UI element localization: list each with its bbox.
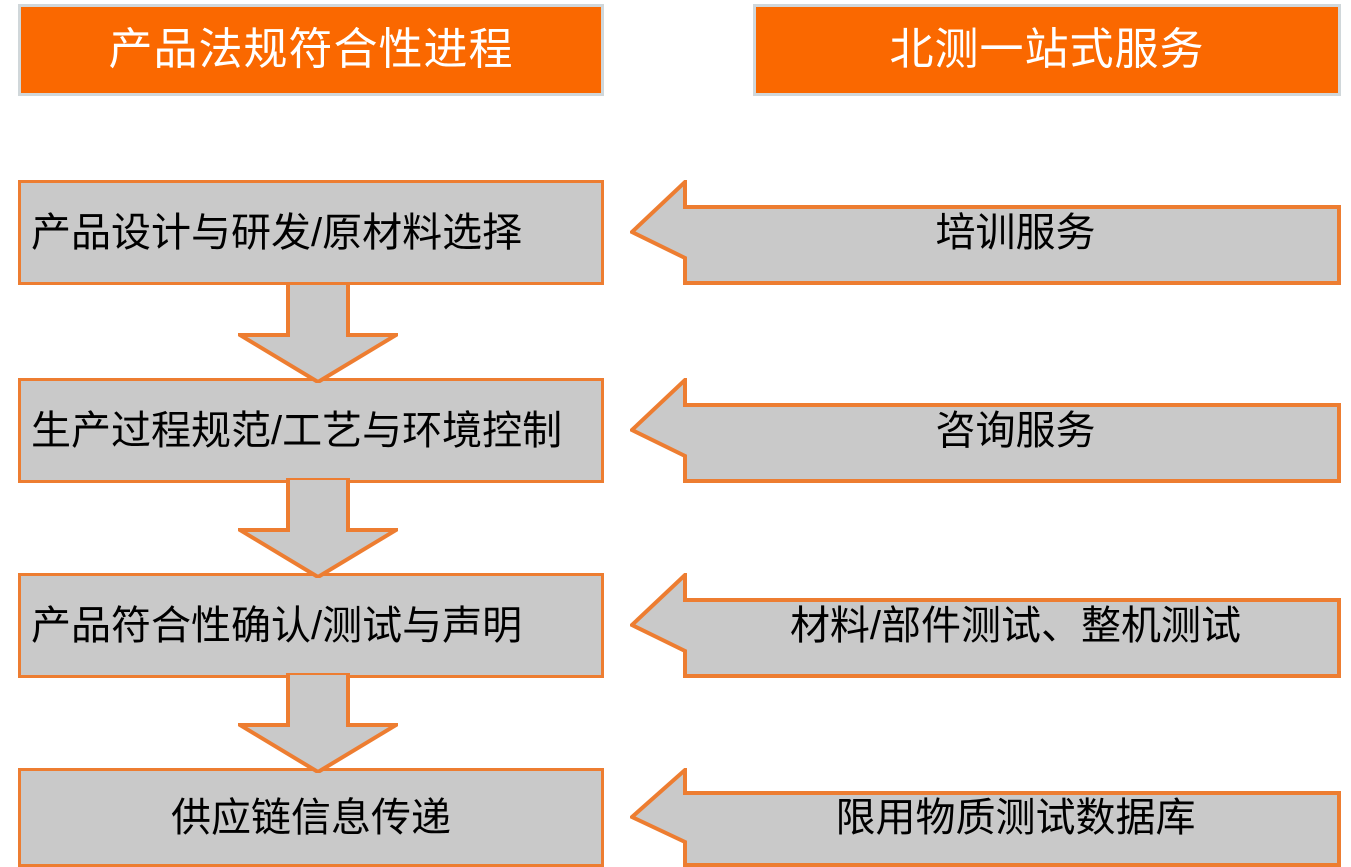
- process-step-1: 产品设计与研发/原材料选择: [18, 180, 604, 285]
- process-step-3-label: 产品符合性确认/测试与声明: [31, 603, 523, 648]
- process-step-1-label: 产品设计与研发/原材料选择: [31, 210, 523, 255]
- header-banner-service: 北测一站式服务: [753, 4, 1341, 96]
- service-arrow-2: 咨询服务: [630, 378, 1341, 483]
- process-step-2-label: 生产过程规范/工艺与环境控制: [31, 408, 563, 453]
- down-arrow-icon-2: [238, 478, 398, 578]
- service-arrow-3: 材料/部件测试、整机测试: [630, 573, 1341, 678]
- process-step-4: 供应链信息传递: [18, 768, 604, 867]
- header-banner-process-label: 产品法规符合性进程: [108, 25, 514, 74]
- down-arrow-icon-3: [238, 673, 398, 773]
- down-arrow-icon-1: [238, 283, 398, 383]
- process-step-2: 生产过程规范/工艺与环境控制: [18, 378, 604, 483]
- header-banner-process: 产品法规符合性进程: [18, 4, 604, 96]
- header-banner-service-label: 北测一站式服务: [889, 25, 1205, 74]
- process-step-3: 产品符合性确认/测试与声明: [18, 573, 604, 678]
- process-step-4-label: 供应链信息传递: [171, 795, 451, 840]
- service-arrow-1: 培训服务: [630, 180, 1341, 285]
- service-arrow-4: 限用物质测试数据库: [630, 768, 1341, 867]
